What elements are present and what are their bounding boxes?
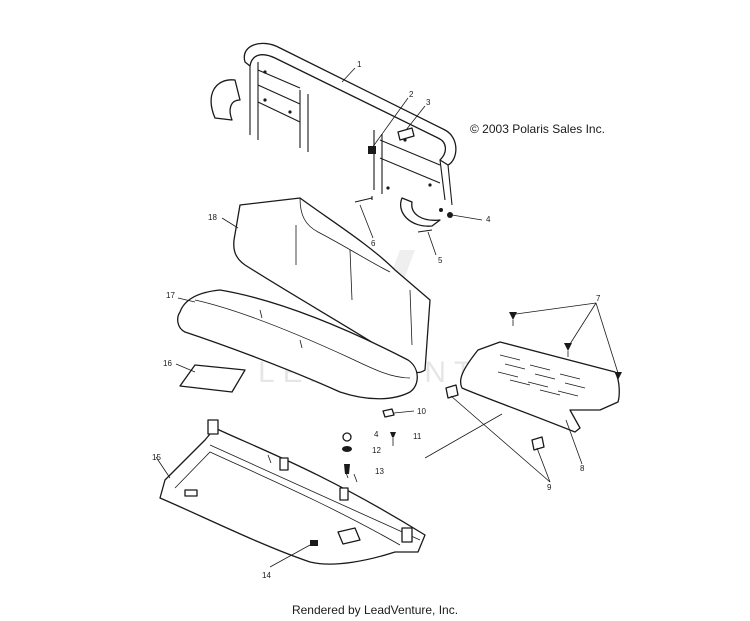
floor-clips <box>445 384 545 451</box>
callout-17: 17 <box>166 291 175 300</box>
callout-9: 9 <box>547 483 552 492</box>
callout-12: 12 <box>372 446 381 455</box>
callout-2: 2 <box>409 90 414 99</box>
seat-base-frame <box>159 419 426 565</box>
callout-13: 13 <box>375 467 384 476</box>
callout-10: 10 <box>417 407 426 416</box>
callout-4b: 4 <box>374 430 379 439</box>
rail-fasteners <box>354 127 453 233</box>
callout-18: 18 <box>208 213 217 222</box>
callout-numbers: 1 2 3 4 5 6 7 8 9 10 4 11 12 13 14 15 16… <box>152 60 601 580</box>
callout-7: 7 <box>596 294 601 303</box>
copyright-text: © 2003 Polaris Sales Inc. <box>470 122 605 136</box>
callout-11: 11 <box>413 432 422 441</box>
callout-3: 3 <box>426 98 431 107</box>
seat-back-rail <box>210 42 457 227</box>
callout-1: 1 <box>357 60 362 69</box>
callout-8: 8 <box>580 464 585 473</box>
seat-pad <box>179 364 246 393</box>
floor-panel <box>459 341 620 433</box>
small-hardware <box>342 408 396 474</box>
callout-lines <box>155 67 619 568</box>
callout-15: 15 <box>152 453 161 462</box>
assembly-leader <box>424 413 503 459</box>
floor-screws <box>509 312 622 386</box>
seat-bottom-cushion <box>177 289 418 400</box>
callout-14: 14 <box>262 571 271 580</box>
callout-4a: 4 <box>486 215 491 224</box>
callout-5: 5 <box>438 256 443 265</box>
footer-credit: Rendered by LeadVenture, Inc. <box>291 603 459 617</box>
callout-6: 6 <box>371 239 376 248</box>
callout-16: 16 <box>163 359 172 368</box>
